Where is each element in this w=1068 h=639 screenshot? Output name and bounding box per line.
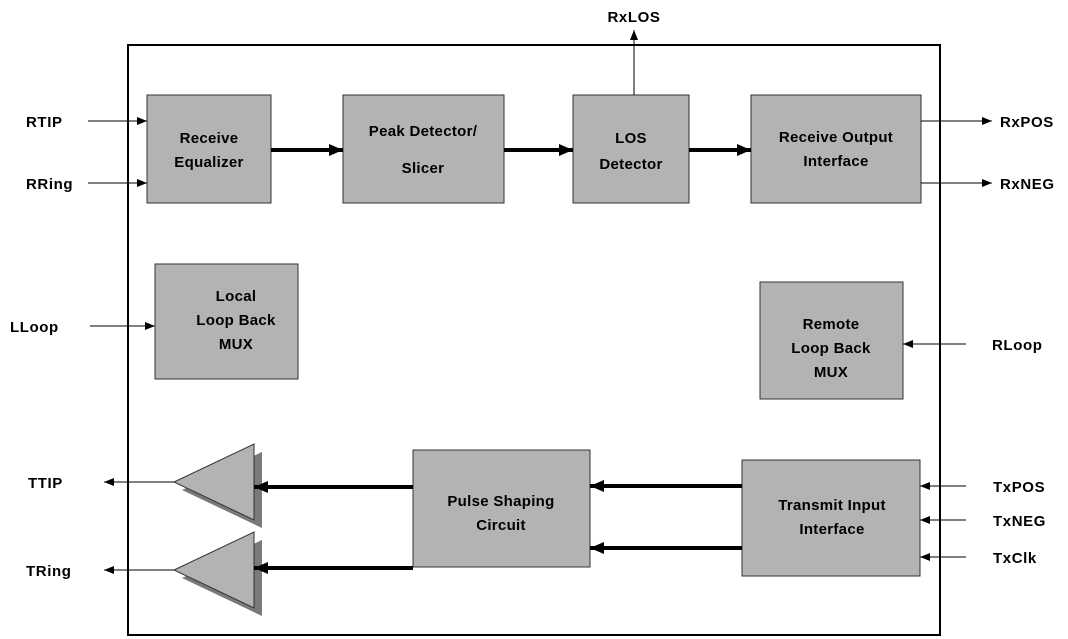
receive-equalizer-label-line1: Receive xyxy=(180,130,239,147)
pin-label-rtip: RTIP xyxy=(26,114,63,131)
pin-label-rxlos: RxLOS xyxy=(607,9,660,26)
peak-detector-block: Peak Detector/ Slicer xyxy=(342,94,505,204)
pin-label-tring: TRing xyxy=(26,563,72,580)
pin-label-rloop: RLoop xyxy=(992,337,1042,354)
remote-loopback-mux-block: Remote Loop Back MUX xyxy=(759,281,904,400)
pin-label-rxneg: RxNEG xyxy=(1000,176,1055,193)
los-detector-label-line1: LOS xyxy=(615,130,647,147)
receive-output-interface-block: Receive Output Interface xyxy=(750,94,922,204)
pin-label-txclk: TxClk xyxy=(993,550,1037,567)
local-loopback-label-line2: Loop Back xyxy=(196,312,276,329)
pin-label-rxpos: RxPOS xyxy=(1000,114,1054,131)
remote-loopback-label-line3: MUX xyxy=(814,364,848,381)
pin-label-lloop: LLoop xyxy=(10,319,59,336)
remote-loopback-label-line2: Loop Back xyxy=(791,340,871,357)
transmit-input-label-line1: Transmit Input xyxy=(778,497,886,514)
remote-loopback-label-line1: Remote xyxy=(803,316,860,333)
los-detector-block: LOS Detector xyxy=(572,94,690,204)
peak-detector-label-line1: Peak Detector/ xyxy=(369,123,478,140)
peak-detector-label-line2: Slicer xyxy=(402,160,445,177)
pin-label-txpos: TxPOS xyxy=(993,479,1045,496)
local-loopback-label-line3: MUX xyxy=(219,336,253,353)
local-loopback-label-line1: Local xyxy=(216,288,257,305)
tring-driver-triangle xyxy=(172,531,262,616)
receive-equalizer-block: Receive Equalizer xyxy=(146,94,272,204)
local-loopback-mux-block: Local Loop Back MUX xyxy=(154,263,299,380)
transmit-input-label-line2: Interface xyxy=(799,521,864,538)
ttip-driver-triangle xyxy=(172,443,262,528)
transmit-input-interface-block: Transmit Input Interface xyxy=(741,459,921,577)
chip-outline xyxy=(127,44,941,636)
pulse-shaping-label-line1: Pulse Shaping xyxy=(447,493,554,510)
receive-equalizer-label-line2: Equalizer xyxy=(174,154,243,171)
pin-label-rring: RRing xyxy=(26,176,73,193)
los-detector-label-line2: Detector xyxy=(599,156,662,173)
receive-output-label-line1: Receive Output xyxy=(779,129,893,146)
receive-output-label-line2: Interface xyxy=(803,153,868,170)
pulse-shaping-label-line2: Circuit xyxy=(476,517,526,534)
pulse-shaping-circuit-block: Pulse Shaping Circuit xyxy=(412,449,591,568)
pin-label-ttip: TTIP xyxy=(28,475,63,492)
pin-label-txneg: TxNEG xyxy=(993,513,1046,530)
